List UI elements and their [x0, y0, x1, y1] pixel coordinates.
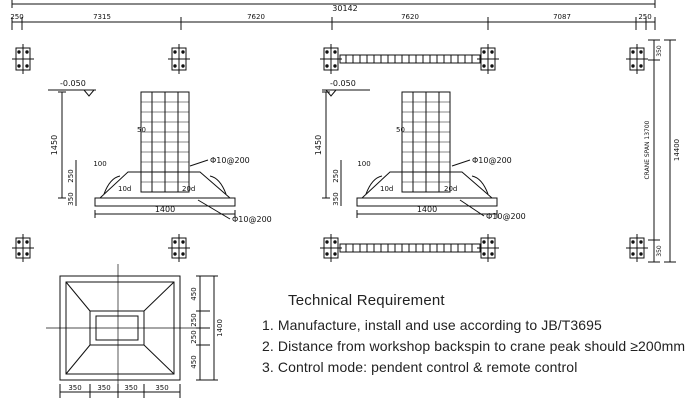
- plan-right-dim-1: 250: [190, 313, 198, 326]
- bay-dim-2: 7620: [247, 13, 265, 21]
- footing-section-left: -0.050 1450 100 250 350 50 10d 20d Φ10@2…: [48, 79, 272, 224]
- overall-dimension: 30142: [11, 0, 656, 13]
- plan-bottom-dim-0: 350: [68, 384, 81, 392]
- plan-bottom-dim-2: 350: [124, 384, 137, 392]
- crane-total: 14400: [673, 139, 681, 161]
- note-item-3: 3. Control mode: pendent control & remot…: [262, 359, 578, 375]
- left-rebar-bottom: Φ10@200: [232, 215, 272, 224]
- plan-right-dim-0: 450: [190, 287, 198, 300]
- plan-right-dim-3: 450: [190, 355, 198, 368]
- left-tie-label: 50: [137, 126, 146, 134]
- bay-dim-1: 7315: [93, 13, 111, 21]
- tie-beam-bottom: [339, 243, 481, 253]
- notes-title: Technical Requirement: [288, 292, 445, 309]
- note-item-1: 1. Manufacture, install and use accordin…: [262, 317, 602, 333]
- plan-bottom-dim-1: 350: [97, 384, 110, 392]
- right-lap-b: 20d: [444, 185, 457, 193]
- right-elevation: -0.050: [330, 79, 356, 88]
- bay-dim-4: 7087: [553, 13, 571, 21]
- crane-end-bottom: 350: [656, 245, 663, 257]
- plan-right-dim-2: 250: [190, 330, 198, 343]
- left-rebar-top: Φ10@200: [210, 156, 250, 165]
- crane-span-dimension: 350 CRANE SPAN 13700 350 14400: [644, 39, 681, 263]
- column-bases-bottom: [12, 234, 648, 262]
- technical-requirements: Technical Requirement 1. Manufacture, in…: [262, 292, 685, 378]
- crane-span-label: CRANE SPAN 13700: [644, 120, 651, 179]
- left-step-b: 250: [67, 169, 75, 182]
- overall-dim-text: 30142: [332, 4, 357, 13]
- tie-beam-top: [339, 54, 481, 64]
- right-lap-a: 10d: [380, 185, 393, 193]
- plan-right-total: 1400: [216, 319, 224, 337]
- right-rebar-bottom: Φ10@200: [486, 212, 526, 221]
- right-width: 1400: [417, 205, 437, 214]
- left-elevation: -0.050: [60, 79, 86, 88]
- left-width: 1400: [155, 205, 175, 214]
- bay-dimension-line: 250 7315 7620 7620 7087 250: [10, 13, 656, 30]
- footing-plan-view: 450 250 250 450 1400 350 350 350 350: [46, 264, 224, 398]
- right-step-c: 350: [332, 192, 340, 205]
- left-step-c: 350: [67, 192, 75, 205]
- column-bases-top: [12, 44, 648, 74]
- right-rebar-top: Φ10@200: [472, 156, 512, 165]
- right-tie-label: 50: [396, 126, 405, 134]
- bay-dim-3: 7620: [401, 13, 419, 21]
- footing-section-right: -0.050 1450 100 250 350 50 10d 20d Φ10@2…: [314, 79, 526, 221]
- left-lap-b: 20d: [182, 185, 195, 193]
- bay-dim-0: 250: [10, 13, 23, 21]
- note-item-2: 2. Distance from workshop backspin to cr…: [262, 338, 686, 354]
- right-height: 1450: [314, 135, 323, 155]
- right-step-a: 100: [357, 160, 370, 168]
- left-lap-a: 10d: [118, 185, 131, 193]
- left-step-a: 100: [93, 160, 106, 168]
- left-height: 1450: [50, 135, 59, 155]
- right-step-b: 250: [332, 169, 340, 182]
- bay-dim-5: 250: [638, 13, 651, 21]
- plan-bottom-dim-3: 350: [155, 384, 168, 392]
- crane-end-top: 350: [656, 45, 663, 57]
